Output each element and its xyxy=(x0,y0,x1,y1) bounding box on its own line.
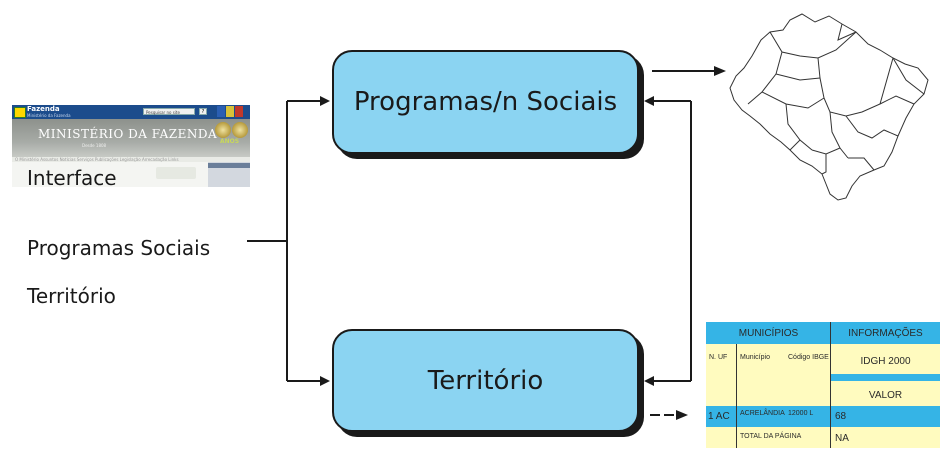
thumbnail-search-input: Pesquisar no site xyxy=(143,108,195,115)
municipios-table: MUNICÍPIOS INFORMAÇÕES N. UF Município C… xyxy=(706,322,940,448)
ministry-site-thumbnail: Fazenda Ministério da Fazenda Pesquisar … xyxy=(12,105,250,187)
to-programas-arrowhead xyxy=(320,96,330,106)
table-row-value: 68 xyxy=(835,411,847,422)
table-row-uf: 1 AC xyxy=(708,411,730,422)
label-programas-sociais: Programas Sociais xyxy=(27,236,211,260)
seal-icon xyxy=(215,122,231,138)
thumbnail-banner-sub: Desde 1808 xyxy=(82,143,107,148)
table-col-codigo-ibge: Código IBGE xyxy=(788,354,829,361)
thumbnail-search-button: ? xyxy=(199,108,207,115)
table-row-municipio: ACRELÂNDIA xyxy=(740,410,785,417)
programas-sociais-box: Programas/n Sociais xyxy=(332,50,639,154)
label-interface: Interface xyxy=(27,166,117,190)
table-col-idgh: IDGH 2000 xyxy=(860,355,911,367)
to-territorio-arrowhead xyxy=(320,376,330,386)
flag-icon xyxy=(235,106,243,117)
territorio-to-table-arrowhead xyxy=(676,410,688,420)
table-divider xyxy=(736,344,737,448)
table-divider xyxy=(830,322,831,448)
flag-icon xyxy=(217,106,225,117)
table-col-valor: VALOR xyxy=(868,389,903,401)
programas-sociais-box-label: Programas/n Sociais xyxy=(353,87,618,117)
feedback-programas-arrowhead xyxy=(644,96,654,106)
flag-icon xyxy=(226,106,234,117)
table-total-value: NA xyxy=(835,433,849,444)
thumbnail-nav-strip: O Ministério Assuntos Notícias Serviços … xyxy=(12,157,250,162)
thumbnail-brand-sub: Ministério da Fazenda xyxy=(27,113,71,118)
fazenda-logo-icon xyxy=(14,107,26,118)
brazil-map xyxy=(729,13,929,201)
feedback-territorio-arrowhead xyxy=(644,376,654,386)
thumbnail-ghost-card xyxy=(156,167,196,179)
table-col-nuf: N. UF xyxy=(709,354,728,361)
label-territorio: Território xyxy=(27,284,116,308)
table-row xyxy=(706,406,940,427)
programas-to-map-arrowhead xyxy=(714,66,726,76)
territorio-box: Território xyxy=(332,329,639,432)
table-header-municipios: MUNICÍPIOS xyxy=(706,322,831,344)
thumbnail-brand: Fazenda xyxy=(27,105,60,113)
territorio-box-label: Território xyxy=(427,365,544,396)
table-col-municipio: Município xyxy=(740,354,770,361)
table-total-label: TOTAL DA PÁGINA xyxy=(740,433,802,440)
table-cyan-strip xyxy=(831,374,940,381)
thumbnail-anos-label: ANOS xyxy=(220,138,240,145)
thumbnail-banner xyxy=(12,119,250,157)
thumbnail-banner-title: MINISTÉRIO DA FAZENDA xyxy=(38,127,218,141)
table-row-codigo: 12000 L xyxy=(788,410,814,417)
seal-icon xyxy=(232,122,248,138)
table-header-informacoes: INFORMAÇÕES xyxy=(831,322,940,344)
thumbnail-side-panel-header xyxy=(208,163,250,168)
